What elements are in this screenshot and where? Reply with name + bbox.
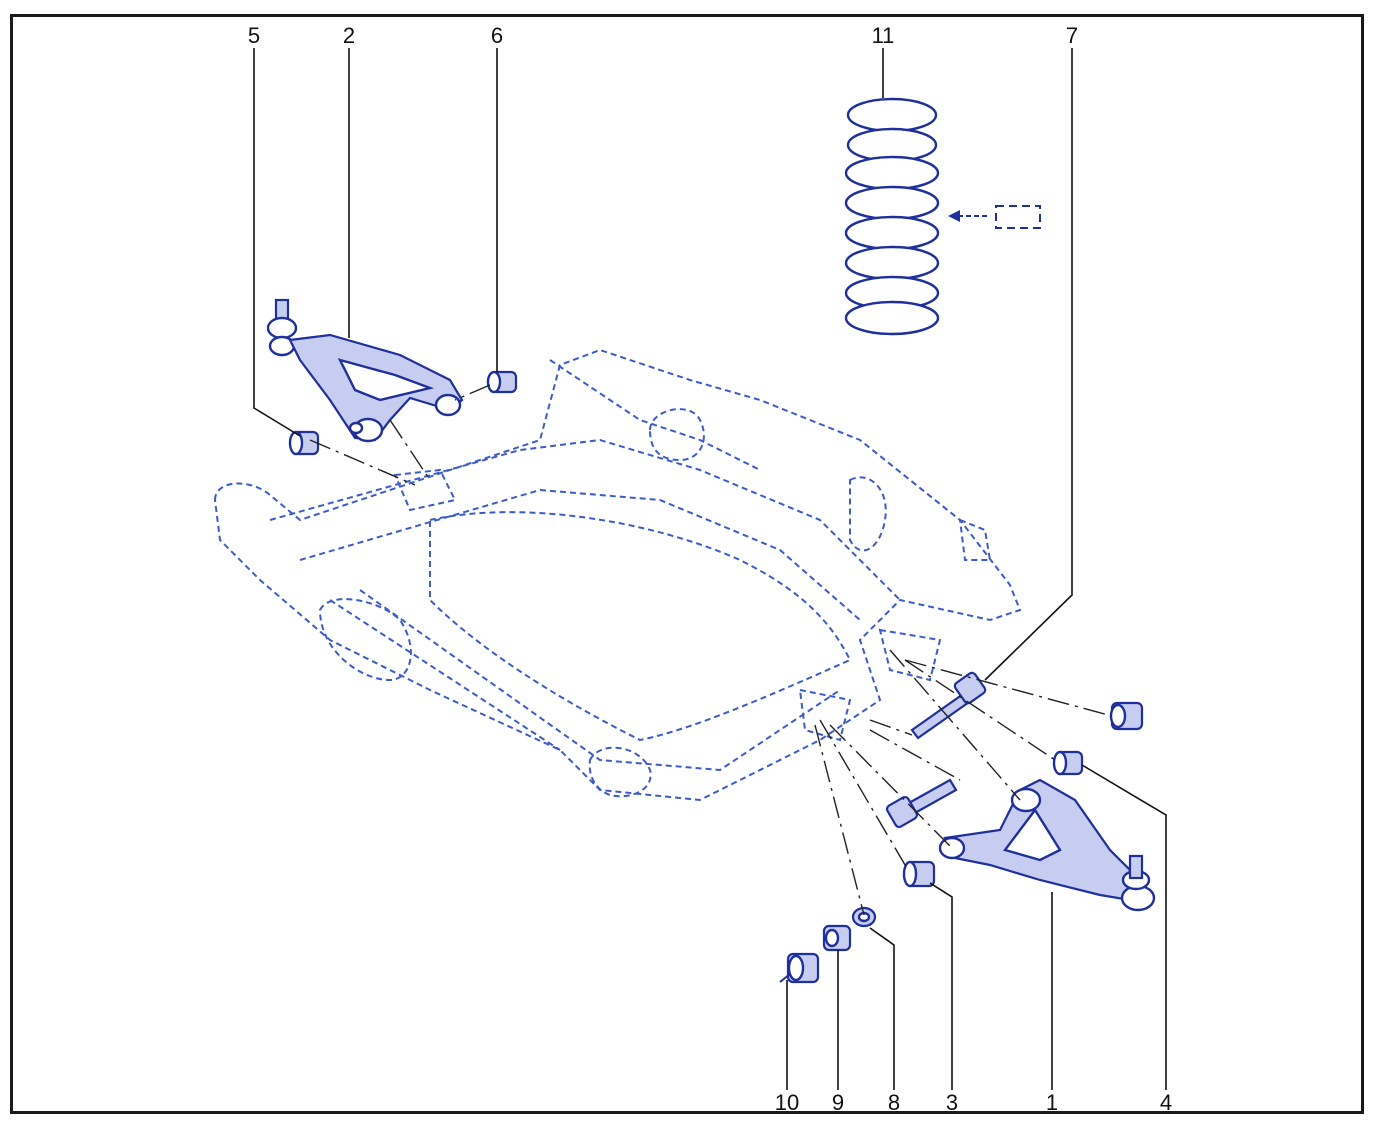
nut-10	[779, 952, 820, 984]
bush-6	[486, 370, 518, 394]
callout-8: 8	[888, 1090, 900, 1115]
right-lower-arm	[938, 778, 1156, 912]
bush-5	[288, 430, 320, 456]
bolt-lower	[885, 778, 958, 829]
left-lower-arm	[266, 298, 464, 443]
callout-2: 2	[343, 23, 355, 48]
callout-10: 10	[775, 1090, 799, 1115]
callout-3: 3	[946, 1090, 958, 1115]
nut-9	[822, 924, 852, 952]
callout-1: 1	[1046, 1090, 1058, 1115]
bush-4	[1052, 750, 1084, 776]
callout-5: 5	[248, 23, 260, 48]
diagram-frame	[10, 14, 1364, 1114]
callout-7: 7	[1066, 23, 1078, 48]
subframe-outline	[213, 348, 1022, 802]
bolt-7	[910, 671, 987, 740]
assembly-guides	[309, 384, 1113, 916]
leader-lines	[253, 48, 1167, 1090]
bush-3	[902, 860, 936, 888]
callout-labels: 5 2 6 11 7 10 9 8 3 1 4	[248, 23, 1172, 1115]
callout-6: 6	[491, 23, 503, 48]
callout-9: 9	[832, 1090, 844, 1115]
callout-11: 11	[872, 23, 895, 48]
nut-top	[1109, 701, 1144, 731]
callout-4: 4	[1160, 1090, 1172, 1115]
coil-spring	[844, 97, 1041, 336]
washer-8	[851, 906, 877, 928]
